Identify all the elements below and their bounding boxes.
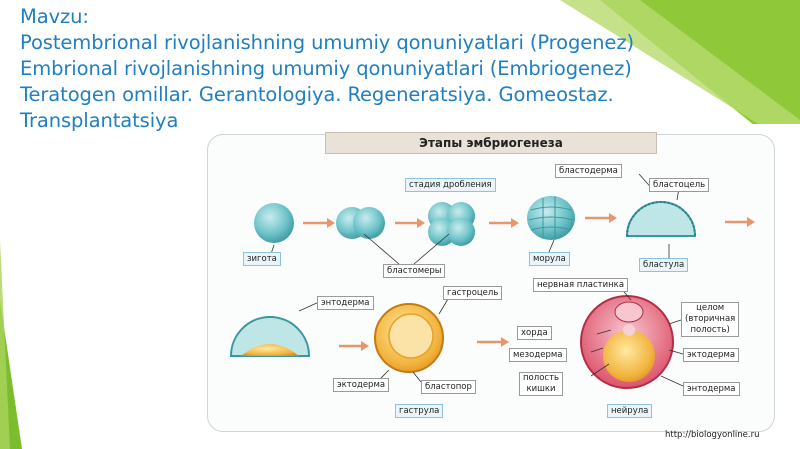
early-gastrula-yolk — [241, 344, 299, 356]
arrow-head-icon — [361, 341, 369, 351]
title-line: Postembrional rivojlanishning umumiy qon… — [20, 31, 634, 54]
green-accent-top-right-light — [560, 0, 800, 150]
label-gastrula: гаструла — [395, 404, 444, 418]
label-morula: морула — [529, 252, 570, 266]
blastula-cell — [625, 201, 697, 237]
label-mesoderm: мезодерма — [509, 348, 567, 362]
embryogenesis-illustration — [229, 173, 755, 389]
title-line: Teratogen omillar. Gerantologiya. Regene… — [20, 83, 614, 106]
arrow-head-icon — [327, 218, 335, 228]
label-ectoderm-left: эктодерма — [333, 378, 390, 392]
label-entoderm-top: энтодерма — [317, 296, 374, 310]
blastoderm-layer — [626, 201, 696, 237]
morula-cell — [527, 196, 575, 240]
neural-plate — [614, 301, 644, 323]
label-zygote: зигота — [243, 252, 281, 266]
four-cell-blastomere — [447, 218, 475, 246]
green-accent-left-light — [0, 240, 10, 449]
label-neurula: нейрула — [607, 404, 653, 418]
embryogenesis-figure: Этапы эмбриогенеза зигота стадия дроблен… — [199, 124, 800, 449]
slide-title: Mavzu: Postembrional rivojlanishning umu… — [20, 4, 720, 134]
label-coelom: целом (вторичная полость) — [681, 302, 740, 337]
arrow-head-icon — [609, 213, 617, 223]
notochord — [623, 324, 635, 336]
arrow-head-icon — [511, 218, 519, 228]
title-line: Embrional rivojlanishning umumiy qonuniy… — [20, 57, 632, 80]
title-line: Mavzu: — [20, 5, 89, 28]
early-gastrula-cell — [229, 316, 311, 357]
zygote-cell — [254, 203, 294, 243]
label-notochord: хорда — [517, 326, 552, 340]
label-blastomeres: бластомеры — [383, 264, 446, 278]
label-blastula: бластула — [639, 258, 689, 272]
gastrocoel-cavity — [388, 313, 434, 359]
title-line: Transplantatsiya — [20, 109, 179, 132]
label-cleavage-stage: стадия дробления — [405, 178, 496, 192]
label-entoderm-right: энтодерма — [683, 382, 740, 396]
label-blastopore: бластопор — [421, 380, 476, 394]
label-blastoderm: бластодерма — [555, 164, 622, 178]
label-blastocoel: бластоцель — [649, 178, 710, 192]
label-neural-plate: нервная пластинка — [533, 278, 629, 292]
arrow-head-icon — [501, 337, 509, 347]
arrow-head-icon — [747, 217, 755, 227]
label-ectoderm-right: эктодерма — [683, 348, 740, 362]
label-gastrocoel: гастроцель — [443, 286, 503, 300]
source-url: http://biologyonline.ru — [665, 430, 760, 440]
two-cell-blastomere — [353, 207, 385, 239]
morula-texture — [528, 196, 574, 240]
neurula-coelom — [603, 330, 655, 382]
arrow-head-icon — [417, 218, 425, 228]
label-gut-cavity: полость кишки — [519, 372, 564, 396]
figure-panel-title: Этапы эмбриогенеза — [325, 132, 657, 154]
